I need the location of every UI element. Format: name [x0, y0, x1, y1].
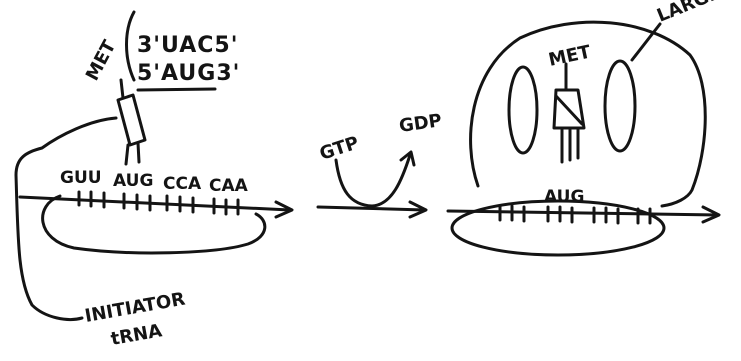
reaction-arrowhead	[408, 200, 428, 219]
trna-leg-1	[124, 143, 130, 166]
mrna-strand-left	[18, 195, 292, 212]
large-subunit	[469, 20, 707, 208]
mrna-arrowhead-right	[701, 205, 721, 224]
complex-trna-diagonal	[554, 94, 584, 126]
gtp-label: GTP	[317, 132, 361, 164]
trna-amino-acid-label: MET	[82, 36, 121, 84]
complex-trna-body	[552, 88, 586, 130]
trna-label-bracket	[125, 10, 136, 82]
ribosome-site-right	[603, 59, 637, 153]
codon-label-4: CAA	[209, 176, 249, 196]
small-subunit-right	[450, 199, 666, 257]
large-subunit-callout	[630, 22, 662, 62]
trna-codon-underline	[136, 87, 217, 92]
gtp-gdp-arrowhead	[399, 150, 416, 167]
trna-codon-label: 5'AUG3'	[137, 61, 240, 86]
gdp-label: GDP	[398, 110, 443, 137]
codon-ticks-right	[498, 204, 652, 225]
codon-label-2: AUG	[113, 171, 153, 191]
complex-met-label: MET	[547, 41, 594, 71]
initiator-trna-callout	[14, 116, 118, 321]
trna-body	[116, 93, 147, 147]
codon-ticks-left	[77, 190, 240, 216]
trna-anticodon-label: 3'UAC5'	[137, 33, 238, 58]
trna-leg-2	[136, 141, 141, 164]
mrna-arrowhead-left	[274, 200, 294, 219]
codon-label-3: CCA	[163, 174, 202, 194]
mrna-strand-right	[446, 209, 720, 217]
initiator-trna-label-line1: INITIATOR	[83, 289, 187, 327]
complex-codon-label: AUG	[544, 187, 584, 207]
small-subunit-left	[41, 194, 267, 255]
ribosome-site-left	[507, 65, 539, 155]
codon-label-1: GUU	[60, 168, 102, 188]
large-subunit-label: LARGE	[654, 0, 723, 27]
initiator-trna-label-line2: tRNA	[109, 320, 163, 350]
trna-stem	[119, 78, 125, 100]
reaction-arrow	[316, 205, 427, 212]
gtp-gdp-curve	[334, 153, 412, 208]
